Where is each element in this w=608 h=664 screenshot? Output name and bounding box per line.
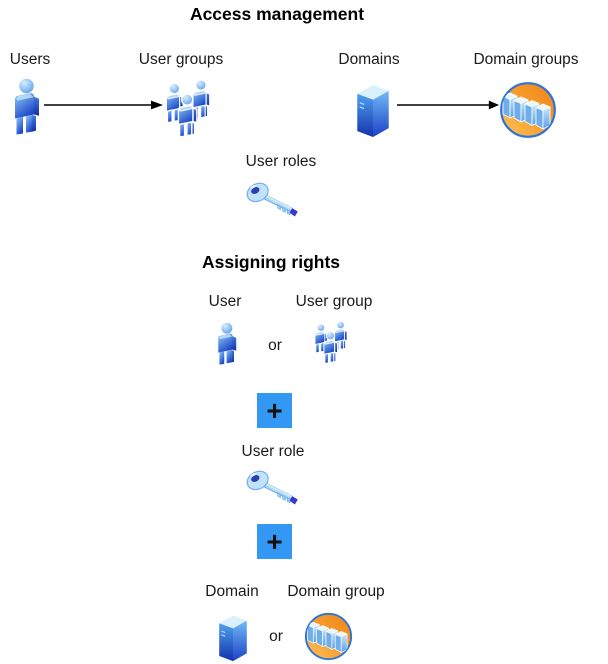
- label-domain-groups: Domain groups: [473, 51, 579, 68]
- label-domain-group: Domain group: [287, 583, 385, 600]
- or-text: or: [269, 628, 283, 645]
- label-user: User: [208, 293, 242, 310]
- access-management-title: Access management: [189, 4, 365, 24]
- servers-in-orange-circle-icon: [499, 81, 557, 139]
- label-domain: Domain: [205, 583, 259, 600]
- or-text: or: [268, 337, 282, 354]
- people-group-icon: [161, 79, 215, 141]
- key-icon: [243, 468, 299, 506]
- server-tower-icon: [356, 84, 390, 138]
- key-icon: [243, 180, 299, 218]
- right-arrow-icon: [44, 99, 164, 111]
- servers-in-orange-circle-icon: [304, 612, 353, 661]
- person-icon: [218, 322, 237, 365]
- label-user-groups: User groups: [138, 51, 224, 68]
- label-user-role: User role: [241, 443, 305, 460]
- label-users: Users: [9, 51, 51, 68]
- right-arrow-icon: [397, 99, 500, 111]
- plus-sign: +: [266, 525, 283, 557]
- label-user-roles: User roles: [245, 153, 317, 170]
- people-group-icon: [311, 316, 351, 371]
- server-tower-icon: [218, 615, 248, 662]
- label-user-group: User group: [295, 293, 373, 310]
- plus-icon: +: [257, 524, 292, 559]
- assigning-rights-title: Assigning rights: [201, 252, 341, 272]
- plus-sign: +: [266, 394, 283, 426]
- plus-icon: +: [257, 393, 292, 428]
- person-icon: [15, 78, 39, 135]
- label-domains: Domains: [338, 51, 400, 68]
